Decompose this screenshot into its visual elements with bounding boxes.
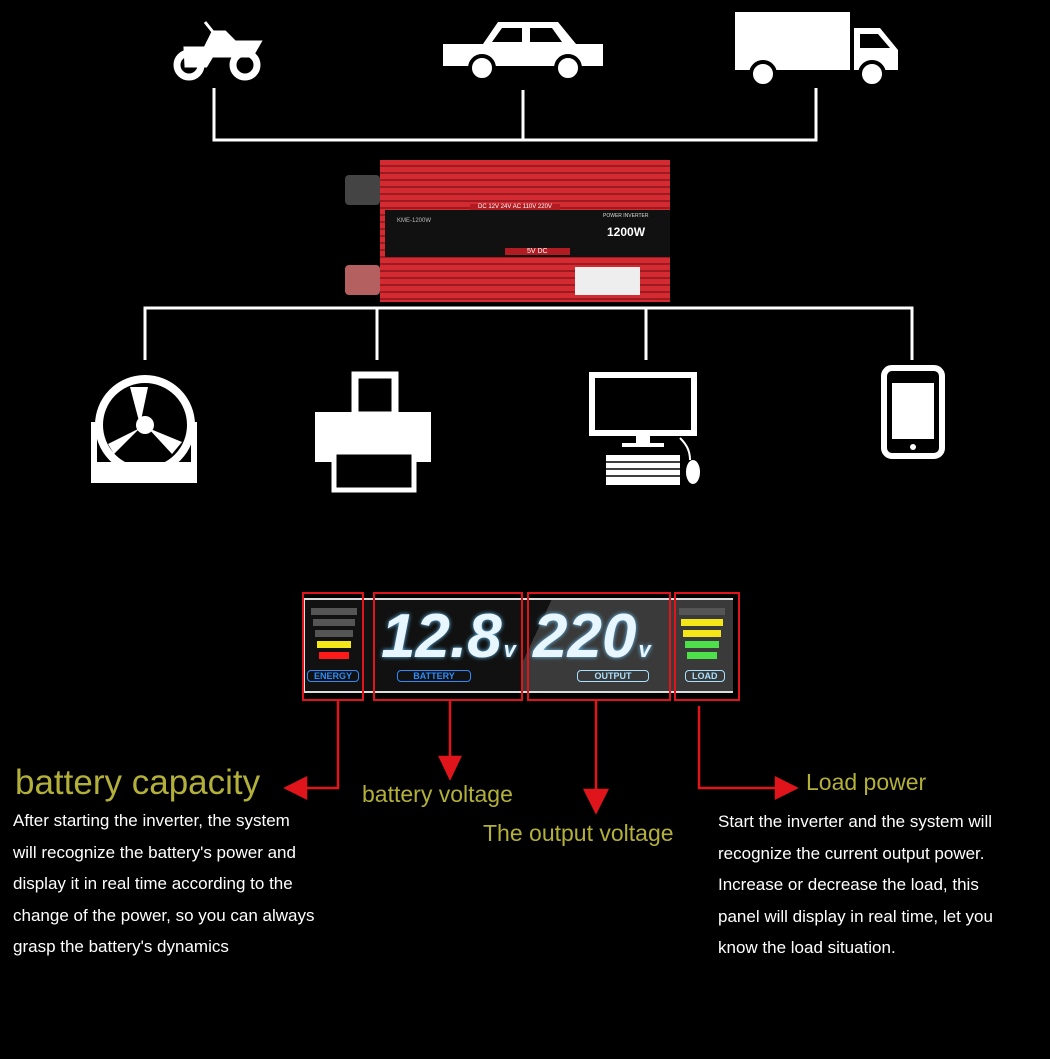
battery-tag: BATTERY <box>397 670 471 682</box>
inverter-panel: KME-1200W DC 12V 24V AC 110V 220V POWER … <box>385 204 670 257</box>
level-bar <box>685 641 719 648</box>
warning-label <box>575 267 640 295</box>
truck-icon <box>735 12 898 88</box>
battery-highlight-box <box>373 592 523 701</box>
battery-capacity-description: After starting the inverter, the system … <box>13 811 315 956</box>
car-icon <box>443 22 603 82</box>
battery-capacity-label: battery capacity <box>15 763 261 802</box>
output-voltage-label: The output voltage <box>483 820 674 846</box>
level-bar <box>679 608 725 615</box>
output-voltage-readout: 220 v <box>533 602 651 671</box>
level-bar <box>311 608 357 615</box>
computer-icon <box>589 372 700 485</box>
level-bar <box>315 630 353 637</box>
energy-highlight-box <box>302 592 364 701</box>
motorcycle-icon <box>173 21 263 81</box>
level-bar <box>681 619 723 626</box>
level-bar <box>683 630 721 637</box>
level-bar <box>319 652 349 659</box>
smartphone-icon <box>881 365 945 459</box>
energy-tag: ENERGY <box>307 670 360 682</box>
load-power-label: Load power <box>806 769 927 795</box>
output-highlight-box <box>527 592 671 701</box>
load-tag: LOAD <box>685 670 725 682</box>
positive-terminal <box>345 265 380 295</box>
level-bar <box>687 652 717 659</box>
power-inverter: KME-1200W DC 12V 24V AC 110V 220V POWER … <box>345 155 670 305</box>
negative-terminal <box>345 175 380 205</box>
battery-voltage-readout: 12.8 v <box>381 602 516 671</box>
battery-voltage-label: battery voltage <box>362 781 513 807</box>
level-bar <box>317 641 351 648</box>
load-highlight-box <box>674 592 740 701</box>
load-power-description: Start the inverter and the system will r… <box>718 812 993 957</box>
printer-icon <box>315 371 431 493</box>
fan-icon <box>91 375 197 483</box>
output-tag: OUTPUT <box>577 670 649 682</box>
level-bar <box>313 619 355 626</box>
